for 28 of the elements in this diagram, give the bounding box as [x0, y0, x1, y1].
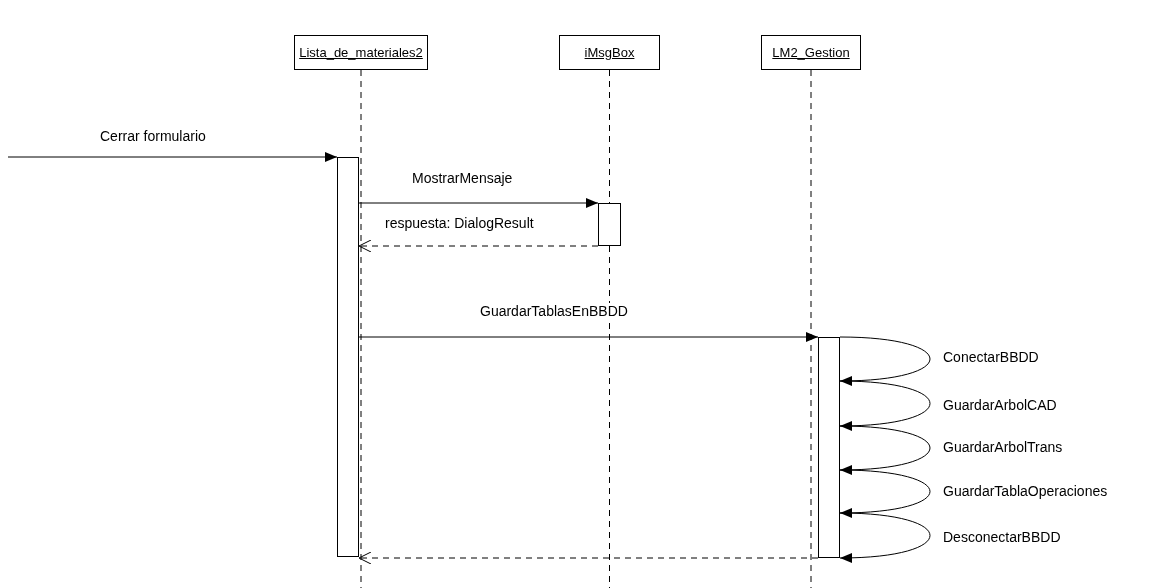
activation-bar [598, 203, 621, 246]
activation-bar [818, 337, 840, 558]
message-arrow [839, 469, 931, 518]
message-arrow [839, 380, 931, 431]
message-label: respuesta: DialogResult [385, 215, 534, 231]
message-arrow [839, 336, 931, 386]
message-label: GuardarTablasEnBBDD [480, 303, 628, 319]
message-label: ConectarBBDD [943, 349, 1039, 365]
object-name: LM2_Gestion [772, 45, 850, 60]
return-arrow [358, 239, 599, 253]
message-arrow [839, 512, 931, 563]
lifeline-head-box [559, 35, 660, 70]
message-label: Cerrar formulario [100, 128, 206, 144]
message-arrow [358, 332, 819, 342]
message-label: GuardarTablaOperaciones [943, 483, 1108, 499]
message-arrow [358, 198, 599, 208]
message-label: MostrarMensaje [412, 170, 513, 186]
lifeline-head-box [294, 35, 428, 70]
message-arrow [839, 425, 931, 475]
message-label: DesconectarBBDD [943, 529, 1061, 545]
object-name: Lista_de_materiales2 [299, 45, 423, 60]
lifeline-head-box [761, 35, 861, 70]
message-arrow [7, 152, 338, 162]
return-arrow [358, 551, 819, 565]
object-name: iMsgBox [584, 45, 635, 60]
message-label: GuardarArbolCAD [943, 397, 1057, 413]
message-label: GuardarArbolTrans [943, 439, 1063, 455]
activation-bar [337, 157, 359, 557]
